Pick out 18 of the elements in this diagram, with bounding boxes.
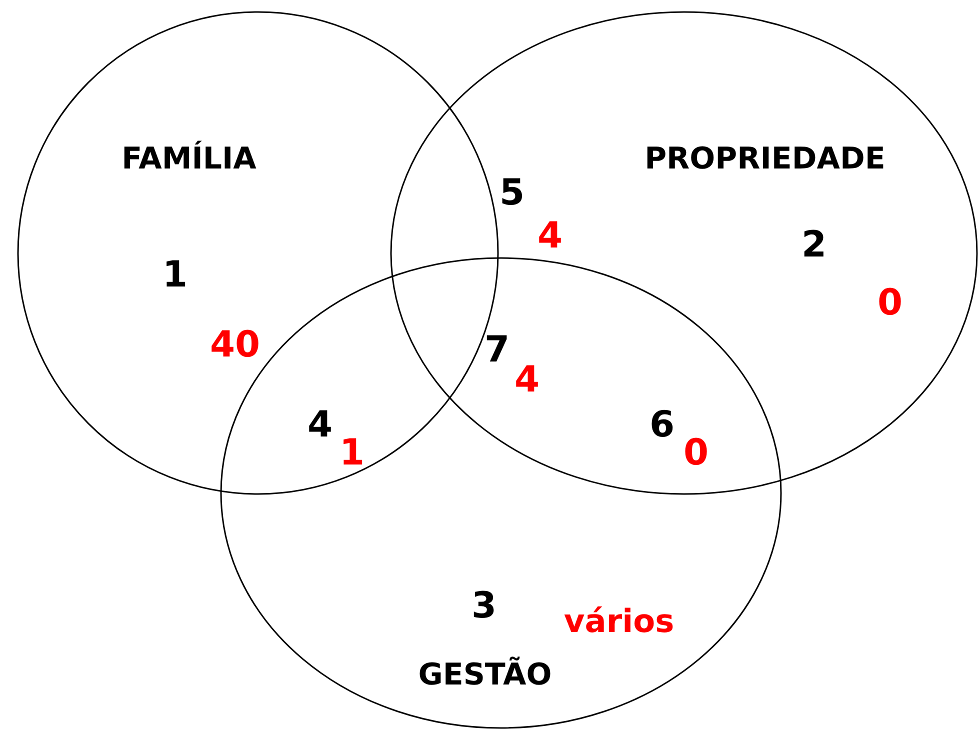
- count-value: 0: [877, 282, 903, 324]
- count-value: 4: [537, 216, 563, 256]
- set-title: PROPRIEDADE: [644, 142, 886, 176]
- set-title: FAMÍLIA: [122, 142, 256, 176]
- set-title: GESTÃO: [418, 658, 552, 692]
- region-number: 6: [649, 404, 675, 446]
- region-number: 2: [801, 224, 827, 266]
- venn-circle: [390, 11, 978, 495]
- region-number: 1: [162, 254, 188, 296]
- count-value: 4: [514, 360, 540, 400]
- region-number: 3: [471, 586, 497, 626]
- count-value: 1: [339, 432, 365, 474]
- region-number: 7: [484, 330, 510, 370]
- count-value: 40: [210, 324, 260, 366]
- region-number: 5: [499, 172, 525, 214]
- count-value: vários: [564, 602, 674, 640]
- region-number: 4: [307, 404, 333, 446]
- count-value: 0: [683, 432, 709, 474]
